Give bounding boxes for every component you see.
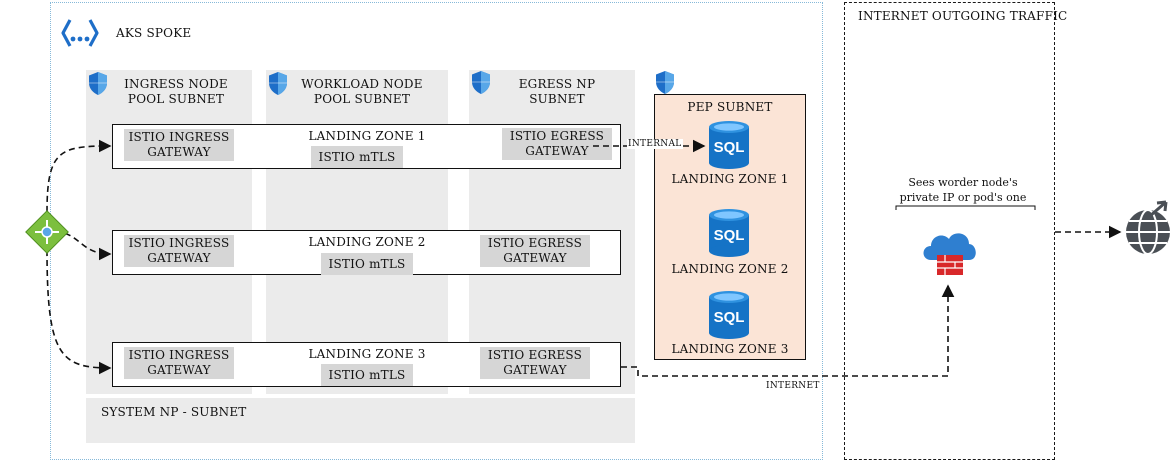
sql-label-3: LANDING ZONE 3 — [671, 342, 789, 356]
sql-label-1: LANDING ZONE 1 — [671, 172, 789, 186]
internet-label: INTERNET — [766, 381, 820, 391]
internal-label: INTERNAL — [627, 139, 683, 149]
landing-zone-3-title: LANDING ZONE 3 — [308, 347, 426, 361]
internet-zone-title: INTERNET OUTGOING TRAFFIC — [858, 9, 1068, 23]
aks-spoke-title: AKS SPOKE — [116, 26, 192, 40]
system-np-subnet — [86, 398, 635, 443]
istio-ingress-gateway-3: ISTIO INGRESS GATEWAY — [124, 347, 234, 379]
istio-mtls-3: ISTIO mTLS — [321, 364, 413, 386]
ingress-subnet-label: INGRESS NODE POOL SUBNET — [124, 77, 228, 106]
system-subnet-label: SYSTEM NP - SUBNET — [101, 405, 247, 419]
internet-outgoing-frame — [844, 2, 1055, 460]
istio-ingress-gateway-1: ISTIO INGRESS GATEWAY — [124, 129, 234, 161]
landing-zone-2-title: LANDING ZONE 2 — [308, 235, 426, 249]
istio-egress-gateway-3: ISTIO EGRESS GATEWAY — [480, 347, 590, 379]
pep-subnet — [654, 94, 806, 360]
istio-mtls-1: ISTIO mTLS — [311, 146, 403, 168]
pep-subnet-label: PEP SUBNET — [687, 100, 773, 114]
istio-egress-gateway-2: ISTIO EGRESS GATEWAY — [480, 235, 590, 267]
istio-ingress-gateway-2: ISTIO INGRESS GATEWAY — [124, 235, 234, 267]
globe-icon — [1126, 200, 1170, 255]
istio-egress-gateway-1: ISTIO EGRESS GATEWAY — [502, 128, 612, 160]
landing-zone-1-title: LANDING ZONE 1 — [308, 129, 426, 143]
sql-label-2: LANDING ZONE 2 — [671, 262, 789, 276]
workload-subnet-label: WORKLOAD NODE POOL SUBNET — [301, 77, 423, 106]
firewall-note: Sees worder node's private IP or pod's o… — [899, 176, 1027, 204]
egress-subnet-label: EGRESS NP SUBNET — [518, 77, 596, 106]
istio-mtls-2: ISTIO mTLS — [321, 253, 413, 275]
